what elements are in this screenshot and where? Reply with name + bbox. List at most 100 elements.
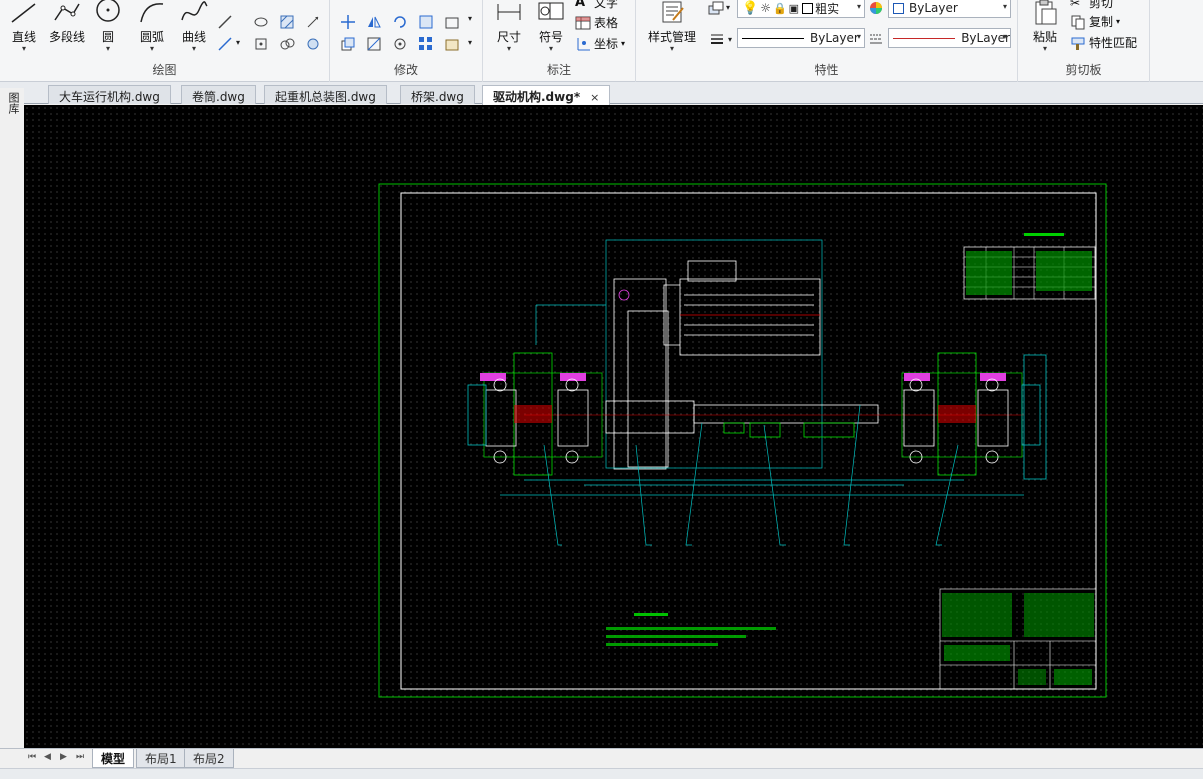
outer-frame xyxy=(378,183,1107,698)
sun-icon: ☼ xyxy=(760,1,771,15)
curve-button[interactable]: 曲线 ▾ xyxy=(176,0,212,53)
coordinate-button[interactable]: 坐标 ▾ xyxy=(575,35,625,52)
first-layout-icon[interactable]: ⏮ xyxy=(28,752,37,762)
arc-button[interactable]: 圆弧 ▾ xyxy=(134,0,170,53)
symbol-button[interactable]: 符号 ▾ xyxy=(533,0,569,53)
style-manager-icon xyxy=(662,1,684,23)
cut-label: 剪切 xyxy=(1089,0,1114,10)
cut-button[interactable]: ✂ 剪切 xyxy=(1070,0,1113,11)
ribbon: 直线 ▾ 多段线 圆 ▾ 圆弧 ▾ 曲线 ▾ xyxy=(0,0,1203,82)
linetype-icon[interactable] xyxy=(868,30,884,46)
style-manager-label: 样式管理 xyxy=(647,30,696,44)
move-icon[interactable] xyxy=(340,14,356,30)
chevron-down-icon[interactable]: ▾ xyxy=(728,35,733,44)
rotate-icon[interactable] xyxy=(392,14,408,30)
hatch-icon[interactable] xyxy=(279,14,295,30)
chevron-down-icon[interactable]: ▾ xyxy=(726,3,731,12)
curve-label: 曲线 xyxy=(181,30,206,44)
chevron-down-icon: ▾ xyxy=(669,44,674,53)
circle-button[interactable]: 圆 ▾ xyxy=(92,0,124,53)
chevron-down-icon[interactable]: ▾ xyxy=(468,38,473,47)
left-wheel-assembly xyxy=(467,352,603,476)
scale-icon[interactable] xyxy=(418,14,434,30)
color-combo[interactable]: ByLayer ▾ xyxy=(888,0,1011,18)
text-button[interactable]: A 文字 xyxy=(575,0,618,11)
annotate-panel-title: 标注 xyxy=(546,63,571,77)
layer-combo[interactable]: 💡 ☼ 🔒 ▣ 粗实 ▾ xyxy=(737,0,865,18)
next-layout-icon[interactable]: ▶ xyxy=(60,752,67,762)
table-button[interactable]: 表格 xyxy=(575,14,618,31)
text-label: 文字 xyxy=(594,0,619,10)
draw-panel-title: 绘图 xyxy=(152,63,177,77)
tab-model[interactable]: 模型 xyxy=(92,749,135,768)
layer-state-icon[interactable] xyxy=(707,0,725,16)
status-bar xyxy=(0,768,1203,779)
circle-label: 圆 xyxy=(101,30,114,44)
properties-panel-title: 特性 xyxy=(814,63,839,77)
color-wheel-icon[interactable] xyxy=(868,0,884,16)
line-button[interactable]: 直线 ▾ xyxy=(6,0,42,53)
tab-layout-2[interactable]: 布局2 xyxy=(184,749,234,768)
dimension-icon xyxy=(497,4,521,20)
drawing-canvas[interactable] xyxy=(24,105,1203,748)
arc-label: 圆弧 xyxy=(139,30,164,44)
chevron-down-icon: ▾ xyxy=(1116,17,1121,26)
tab-label: 驱动机构.dwg* xyxy=(493,90,581,104)
match-properties-icon xyxy=(1071,37,1085,50)
dimension-label: 尺寸 xyxy=(496,30,521,44)
region-icon[interactable] xyxy=(279,36,295,52)
chevron-down-icon[interactable]: ▾ xyxy=(468,14,473,23)
ray-line-icon[interactable] xyxy=(217,36,233,52)
modify-panel-title: 修改 xyxy=(393,63,418,77)
erase-icon[interactable] xyxy=(444,36,460,52)
tab-label: 卷筒.dwg xyxy=(192,90,245,104)
circle-icon xyxy=(96,0,120,22)
tab-label: 桥架.dwg xyxy=(411,90,464,104)
boundary-icon[interactable] xyxy=(305,36,321,52)
scissors-icon: ✂ xyxy=(1070,0,1081,10)
previous-layout-icon[interactable]: ◀ xyxy=(44,752,51,762)
copy-button[interactable]: 复制 ▾ xyxy=(1070,13,1120,30)
stretch-icon[interactable] xyxy=(444,14,460,30)
polyline-button[interactable]: 多段线 xyxy=(44,0,90,45)
dimension-button[interactable]: 尺寸 ▾ xyxy=(491,0,527,53)
title-block xyxy=(939,588,1097,690)
linetype-combo[interactable]: ByLayer ▾ xyxy=(737,28,865,48)
array-icon[interactable] xyxy=(418,36,434,52)
mirror-icon[interactable] xyxy=(366,14,382,30)
tab-label: 模型 xyxy=(101,752,126,766)
tab-document-4[interactable]: 桥架.dwg xyxy=(400,85,475,104)
ellipse-icon[interactable] xyxy=(253,14,269,30)
lineweight-icon[interactable] xyxy=(709,31,725,47)
chevron-down-icon: ▾ xyxy=(856,32,861,41)
dimension-lines xyxy=(500,239,1024,496)
last-layout-icon[interactable]: ⏭ xyxy=(76,752,85,762)
chevron-down-icon[interactable]: ▾ xyxy=(236,38,241,47)
offset-icon[interactable] xyxy=(392,36,408,52)
lineweight-preview xyxy=(893,37,956,39)
tab-label: 大车运行机构.dwg xyxy=(59,90,160,104)
lineweight-combo[interactable]: ByLayer ▾ xyxy=(888,28,1011,48)
table-label: 表格 xyxy=(594,16,619,30)
clipboard-panel-title: 剪切板 xyxy=(1065,63,1102,77)
tab-document-3[interactable]: 起重机总装图.dwg xyxy=(264,85,387,104)
paste-icon xyxy=(1035,0,1057,25)
layout-tab-bar: ⏮ ◀ ▶ ⏭ 模型 布局1 布局2 xyxy=(0,748,1203,768)
copy-object-icon[interactable] xyxy=(340,36,356,52)
linetype-preview xyxy=(742,37,804,39)
parts-list-table xyxy=(963,233,1096,300)
palette-tab[interactable]: 图库 xyxy=(5,92,20,114)
tab-document-active[interactable]: 驱动机构.dwg* × xyxy=(482,85,611,105)
construction-line-icon[interactable] xyxy=(217,14,233,30)
tab-layout-1[interactable]: 布局1 xyxy=(136,749,186,768)
tab-document-2[interactable]: 卷筒.dwg xyxy=(181,85,256,104)
tab-document-1[interactable]: 大车运行机构.dwg xyxy=(48,85,171,104)
close-tab-icon[interactable]: × xyxy=(590,91,600,104)
style-manager-button[interactable]: 样式管理 ▾ xyxy=(644,0,700,53)
match-properties-button[interactable]: 特性匹配 xyxy=(1070,34,1137,51)
rectangle-icon[interactable] xyxy=(305,14,321,30)
point-icon[interactable] xyxy=(253,36,269,52)
properties-panel: 样式管理 ▾ ▾ ▾ 💡 ☼ 🔒 ▣ 粗实 ▾ ByLayer ▾ xyxy=(636,0,1018,82)
paste-button[interactable]: 粘贴 ▾ xyxy=(1026,0,1064,53)
trim-icon[interactable] xyxy=(366,36,382,52)
